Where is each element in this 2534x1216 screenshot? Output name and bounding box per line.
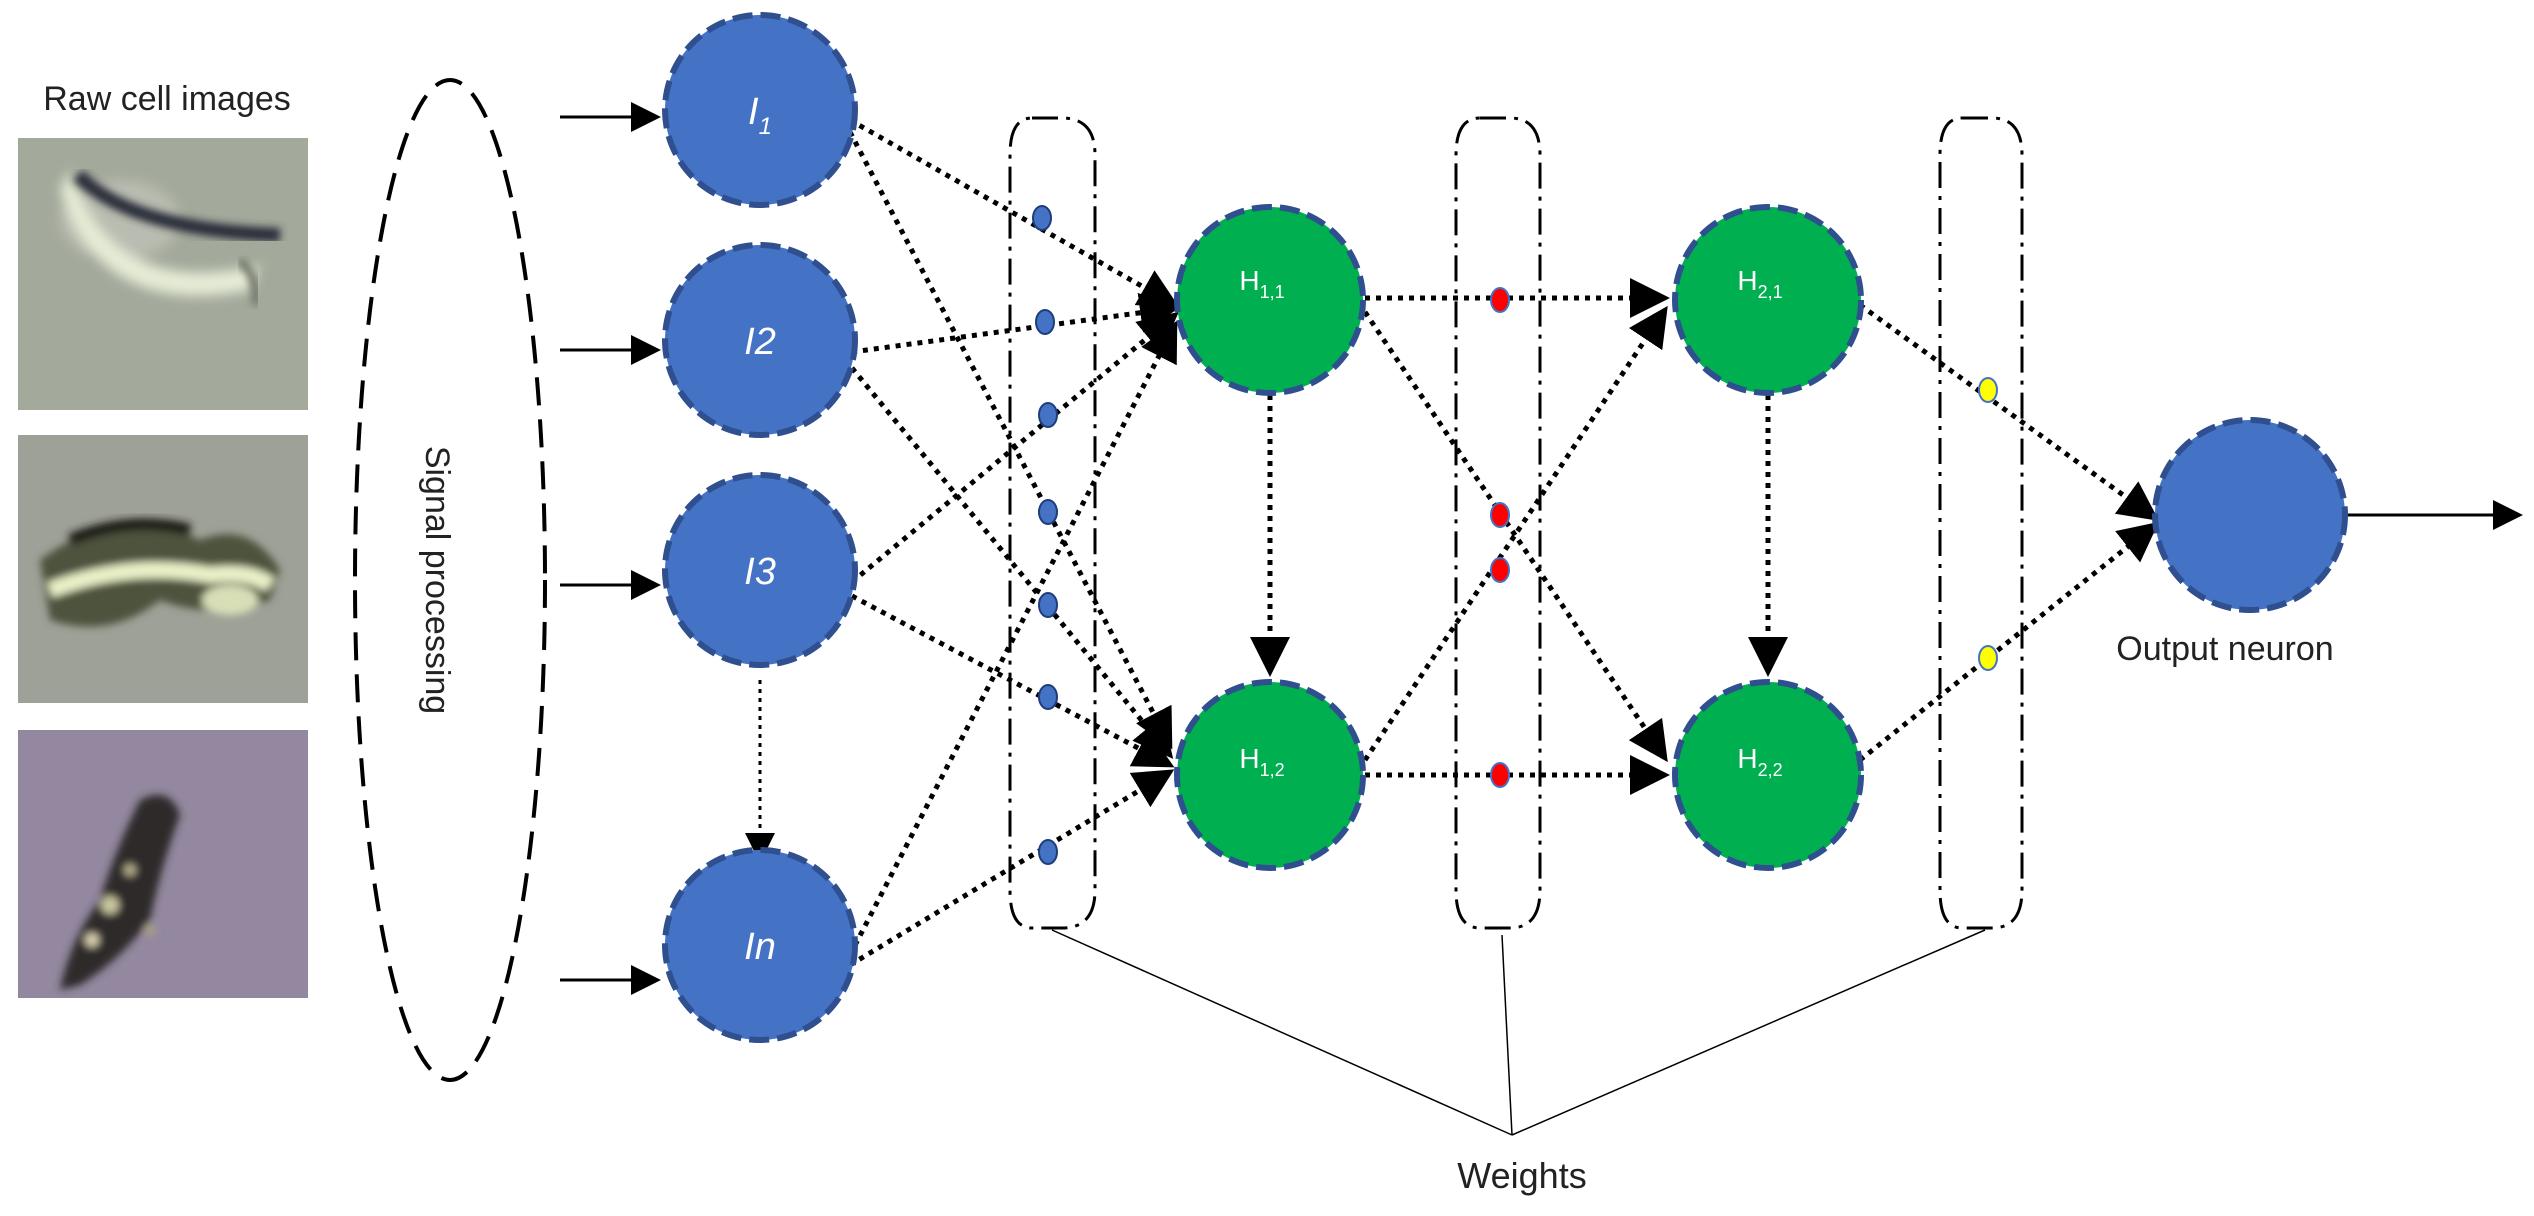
svg-text:H1,1: H1,1 xyxy=(1239,265,1284,302)
raw-images-label: Raw cell images xyxy=(43,80,291,118)
weight-dots-1 xyxy=(1032,205,1058,865)
svg-text:H2,1: H2,1 xyxy=(1737,265,1782,302)
input-node-i2: I2 xyxy=(662,242,858,438)
hidden-node-h22: H2,2 xyxy=(1672,679,1864,871)
weight-dots-3 xyxy=(1978,377,1998,671)
signal-processing-label: Signal processing xyxy=(418,446,456,714)
output-neuron-label: Output neuron xyxy=(2116,630,2333,668)
weight-bracket-2 xyxy=(1454,116,1542,930)
svg-text:I1: I1 xyxy=(748,91,772,140)
weight-dot xyxy=(1490,287,1510,313)
connections-hidden1-hidden2 xyxy=(1250,278,1788,795)
weights-pointer-lines xyxy=(1051,929,1986,1136)
weight-dots-2 xyxy=(1490,287,1510,788)
input-node-i3: I3 xyxy=(662,472,858,668)
cell-image-3 xyxy=(18,730,308,998)
weight-dot xyxy=(1038,839,1058,865)
weights-label: Weights xyxy=(1457,1155,1586,1196)
cell-image-1 xyxy=(18,138,308,410)
hidden-node-h11: H1,1 xyxy=(1174,204,1366,396)
svg-text:I2: I2 xyxy=(744,321,776,363)
weight-dot xyxy=(1032,205,1052,231)
weight-dot xyxy=(1490,557,1510,583)
weight-dot xyxy=(1490,502,1510,528)
hidden-node-h12: H1,2 xyxy=(1174,679,1366,871)
weight-dot xyxy=(1978,645,1998,671)
svg-text:In: In xyxy=(744,926,776,968)
weight-dot xyxy=(1490,762,1510,788)
weight-dot xyxy=(1978,377,1998,403)
weight-brackets xyxy=(1008,116,2024,930)
hidden-node-h21: H2,1 xyxy=(1672,204,1864,396)
weight-dot xyxy=(1035,309,1055,335)
signal-processing-ellipse xyxy=(353,78,547,1082)
svg-text:H2,2: H2,2 xyxy=(1737,743,1782,780)
output-neuron xyxy=(2152,417,2348,613)
connections-hidden2-output xyxy=(1858,302,2160,762)
weight-dot xyxy=(1038,684,1058,710)
weight-dot xyxy=(1038,499,1058,525)
weight-dot xyxy=(1038,592,1058,618)
cell-image-2 xyxy=(18,435,308,703)
weight-dot xyxy=(1038,402,1058,428)
weight-bracket-3 xyxy=(1938,116,2024,930)
input-node-in: In xyxy=(662,847,858,1043)
input-arrows xyxy=(560,102,661,995)
connections-input-hidden1 xyxy=(847,117,1180,968)
weight-bracket-1 xyxy=(1008,116,1097,930)
svg-text:H1,2: H1,2 xyxy=(1239,743,1284,780)
input-node-i1: I1 xyxy=(662,12,858,208)
svg-text:I3: I3 xyxy=(744,551,776,593)
